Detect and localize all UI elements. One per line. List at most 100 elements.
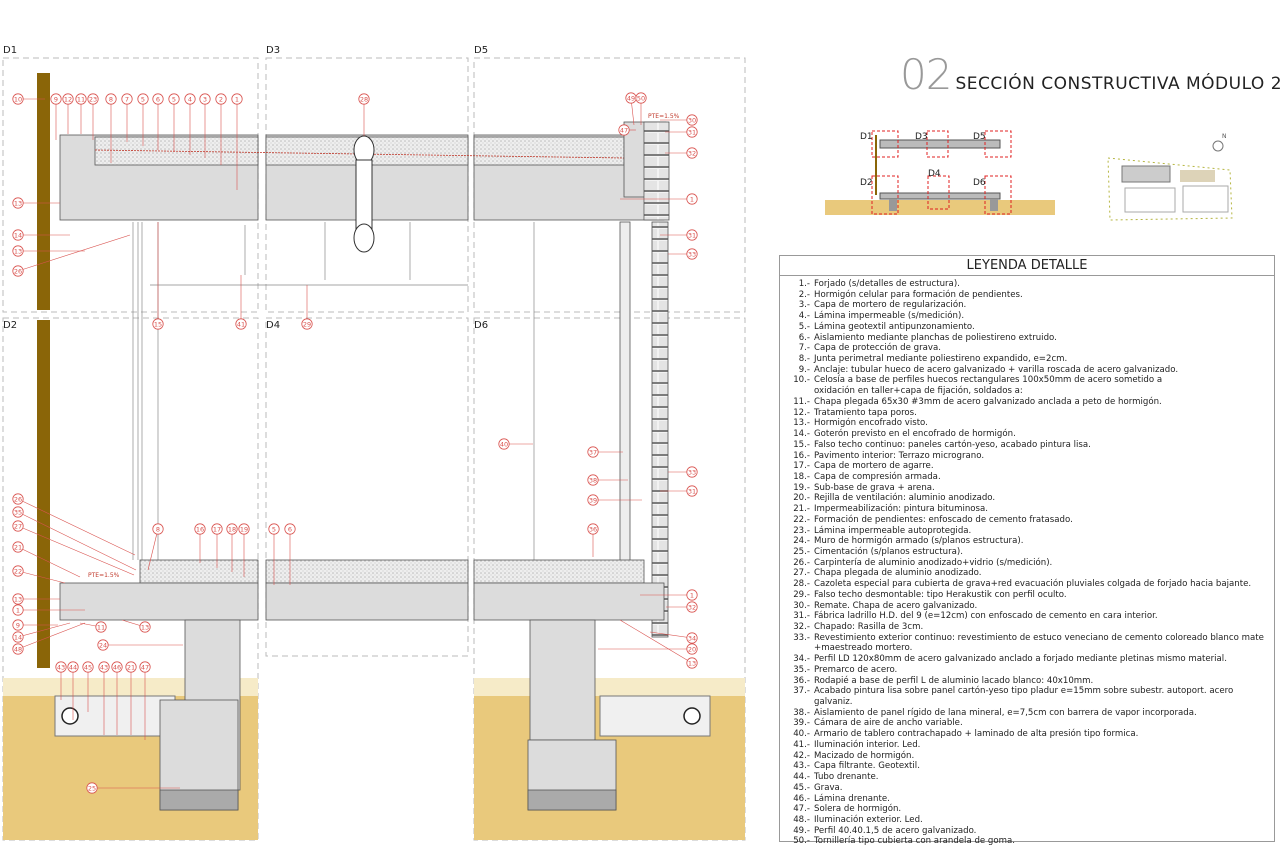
legend-item-number: 15.- [793,439,810,450]
callout-circle [55,661,67,673]
callout-number: 1 [690,591,694,599]
legend-item: 13.-Hormigón encofrado visto. [786,418,1274,429]
legend-item-text: Capa filtrante. Geotextil. [814,761,920,772]
callout-circle [211,523,223,535]
panel-label-d1: D1 [3,45,18,56]
legend-item-number: 13.- [793,418,810,429]
callout-number: 7 [125,95,129,103]
legend-item: 49.-Perfil 40.40.1,5 de acero galvanizad… [786,826,1274,837]
legend-item-text: Lámina impermeable autoprotegida. [814,525,972,536]
legend-item-number: 49.- [793,825,810,836]
north-arrow-icon [1212,140,1224,152]
callout-number: 32 [688,149,696,157]
legend-item: 42.-Macizado de hormigón. [786,751,1274,762]
legend-item: 28.-Cazoleta especial para cubierta de g… [786,579,1274,590]
callout-number: 48 [14,645,22,653]
callout-d1: 2 [215,93,227,165]
callout-number: 9 [16,621,20,629]
north-label: N [1222,133,1227,140]
callout-d1: 9 [50,93,62,140]
callout-circle [587,523,599,535]
lattice-upper [37,73,50,310]
callout-d2: 21 [125,661,137,735]
legend-item: 34.-Perfil LD 120x80mm de acero galvaniz… [786,654,1274,665]
callout-circle [686,657,698,669]
legend-item: 19.-Sub-base de grava + arena. [786,483,1274,494]
legend-item: 18.-Capa de compresión armada. [786,472,1274,483]
legend-item-number: 12.- [793,407,810,418]
callout-number: 13 [14,247,22,255]
callout-circle [686,126,698,138]
legend-item-number: 35.- [793,664,810,675]
legend-item: 23.-Lámina impermeable autoprotegida. [786,526,1274,537]
callout-d2: 24 [97,639,183,651]
legend-item: 15.- Falso techo continuo: paneles cartón… [786,440,1274,451]
callout-leader [619,619,693,664]
callout-d3: 29 [301,285,313,330]
callout-number: 10 [14,95,22,103]
callout-number: 33 [688,468,696,476]
legend-item: 6.-Aislamiento mediante planchas de poli… [786,333,1274,344]
legend-item-text: Tratamiento tapa poros. [814,407,917,418]
legend-item-number: 24.- [793,536,810,547]
callout-d3: 28 [358,93,370,136]
legend-item-number: 29.- [793,589,810,600]
callout-circle [121,93,133,105]
callout-circle [152,523,164,535]
callout-d6: 31 [660,485,698,497]
callout-circle [12,604,24,616]
callout-d6: 39 [587,494,642,506]
key-label-d1: D1 [860,132,873,142]
callout-d2: 27 [12,520,135,576]
legend-item-text: Falso techo continuo: paneles cartón-yes… [814,439,1091,450]
callout-circle [62,93,74,105]
callout-circle [686,114,698,126]
legend-item: 11.-Chapa plegada 65x30 #3mm de acero ga… [786,397,1274,408]
legend-item-number: 16.- [793,450,810,461]
key-section: D1 D3 D5 D2 D4 D6 [825,130,1055,215]
legend-item-text: Lámina drenante. [814,793,890,804]
callout-circle [87,93,99,105]
legend-item-number: 47.- [793,804,810,815]
legend-item-number: 14.- [793,429,810,440]
callout-circle [97,639,109,651]
legend-item: 41.-Iluminación interior. Led. [786,740,1274,751]
legend-item-number: 43.- [793,761,810,772]
legend-item: 5.-Lámina geotextil antipunzonamiento. [786,322,1274,333]
callout-circle [498,438,510,450]
legend-item: 27.-Chapa plegada de aluminio anodizado. [786,568,1274,579]
callout-d2: 35 [12,506,137,571]
legend-item: 4.-Lámina impermeable (s/medición). [786,311,1274,322]
legend-item-number: 6.- [798,332,810,343]
sheet-title-text: SECCIÓN CONSTRUCTIVA MÓDULO 2 [955,74,1280,94]
legend-item-text: Tornillería tipo cubierta con arandela d… [814,836,1016,847]
legend-item-text: Remate. Chapa de acero galvanizado. [814,600,978,611]
legend-item: 29.-Falso techo desmontable: tipo Heraku… [786,590,1274,601]
callout-d2: 1 [12,604,85,616]
legend-item: 22.-Formación de pendientes: enfoscado d… [786,515,1274,526]
legend-item-number: 4.- [798,311,810,322]
callout-circle [152,318,164,330]
legend-item-number: 22.- [793,514,810,525]
site-plan: N [1107,133,1233,221]
callout-d2: 44 [67,661,79,720]
callout-number: 40 [500,440,508,448]
callout-number: 13 [14,595,22,603]
legend-item-text: Celosía a base de perfiles huecos rectan… [814,375,1163,397]
callout-number: 35 [14,508,22,516]
callout-d5: 50 [635,92,647,125]
panel-label-d4: D4 [266,320,281,331]
callout-circle [12,541,24,553]
legend-item-text: Anclaje: tubular hueco de acero galvaniz… [814,364,1179,375]
callout-number: 19 [240,525,248,533]
callout-circle [12,643,24,655]
callout-d2: 45 [82,661,94,712]
callout-number: 18 [228,525,236,533]
callout-d1: 26 [12,234,131,277]
callout-d4: 6 [284,523,296,585]
callout-d1: 7 [121,93,133,142]
callout-d1: 1 [231,93,243,190]
legend-item-text: Forjado (s/detalles de estructura). [814,279,960,289]
callout-circle [12,245,24,257]
